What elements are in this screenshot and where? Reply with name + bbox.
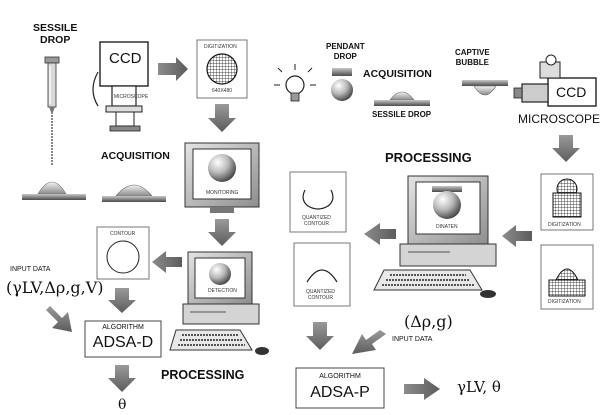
input-formula-left: (γLV,Δρ,g,V) [6, 278, 104, 297]
pendant-drop-label: PENDANT DROP [326, 42, 365, 61]
microscope-right-label: MICROSCOPE [518, 112, 601, 126]
arrow-icon [364, 223, 396, 245]
ccd-right-label: CCD [556, 84, 587, 100]
arrow-icon [152, 251, 182, 273]
theta-left-label: θ [118, 397, 127, 413]
acquisition-left-label: ACQUISITION [101, 150, 170, 162]
arrow-icon [46, 306, 72, 332]
arrow-icon [352, 330, 386, 354]
arrow-icon [158, 57, 188, 81]
arrow-icon [502, 225, 532, 247]
quantized-contour-box-2 [293, 242, 351, 307]
captive-bubble-label: CAPTIVE BUBBLE [455, 48, 490, 67]
processing-right-label: PROCESSING [385, 150, 472, 165]
arrow-icon [108, 365, 136, 392]
arrow-icon [404, 378, 440, 400]
quantized-contour-2-label: QUANTIZED CONTOUR [306, 289, 335, 301]
input-data-right-label: INPUT DATA [392, 336, 433, 343]
ccd-microscope-icon [513, 54, 597, 107]
ccd-camera-icon [92, 41, 149, 132]
adsa-d-label: ADSA-D [92, 334, 154, 351]
arrow-icon [208, 219, 236, 246]
adsa-p-label: ADSA-P [310, 384, 370, 401]
algorithm-left-label: ALGORITHM [102, 324, 144, 331]
digitization-box-right-2 [540, 244, 594, 310]
contour-label: CONTOUR [110, 231, 136, 237]
syringe-icon [44, 56, 60, 165]
monitor-icon [184, 142, 260, 213]
sessile-drop-3-icon [374, 91, 430, 106]
quantized-contour-1-label: QUANTIZED CONTOUR [302, 215, 331, 227]
acquisition-right-label: ACQUISITION [363, 68, 432, 80]
computer-icon [169, 251, 269, 355]
arrow-icon [108, 288, 136, 313]
input-data-left-label: INPUT DATA [10, 266, 51, 273]
captive-bubble-icon [462, 80, 508, 96]
algorithm-box-right [295, 367, 385, 409]
dinaten-label: DINATEN [436, 224, 458, 230]
computer-icon [373, 175, 497, 298]
light-bulb-icon [274, 64, 316, 102]
digitization-box [196, 39, 248, 99]
digitization-label: DIGITIZATION [204, 44, 237, 50]
algorithm-right-label: ALGORITHM [319, 373, 361, 380]
arrow-icon [552, 135, 580, 162]
digitization-right-2-label: DIGITIZATION [548, 299, 581, 305]
digitization-right-1-label: DIGITIZATION [548, 222, 581, 228]
sessile-drop-icon [22, 181, 86, 200]
monitoring-label: MONITORING [206, 190, 239, 196]
pendant-drop-icon [331, 68, 353, 101]
resolution-label: 640X480 [212, 88, 233, 94]
arrow-icon [208, 104, 236, 132]
sessile-drop-2-icon [102, 184, 166, 202]
microscope-small-label: MICROSCOPE [114, 94, 149, 100]
sessile-drop-label: SESSILE DROP [33, 22, 78, 46]
detection-label: DETECTION [208, 288, 237, 294]
ccd-label: CCD [109, 50, 142, 67]
arrow-icon [306, 322, 334, 350]
digitization-box-right-1 [540, 173, 594, 231]
input-formula-right: (Δρ,g) [404, 312, 453, 331]
quantized-contour-box-1 [289, 171, 347, 233]
sessile-drop-right-label: SESSILE DROP [372, 110, 432, 119]
output-right-label: γLV, θ [457, 378, 501, 396]
processing-left-label: PROCESSING [161, 368, 245, 382]
algorithm-box-left [84, 320, 162, 358]
contour-box [96, 226, 150, 280]
